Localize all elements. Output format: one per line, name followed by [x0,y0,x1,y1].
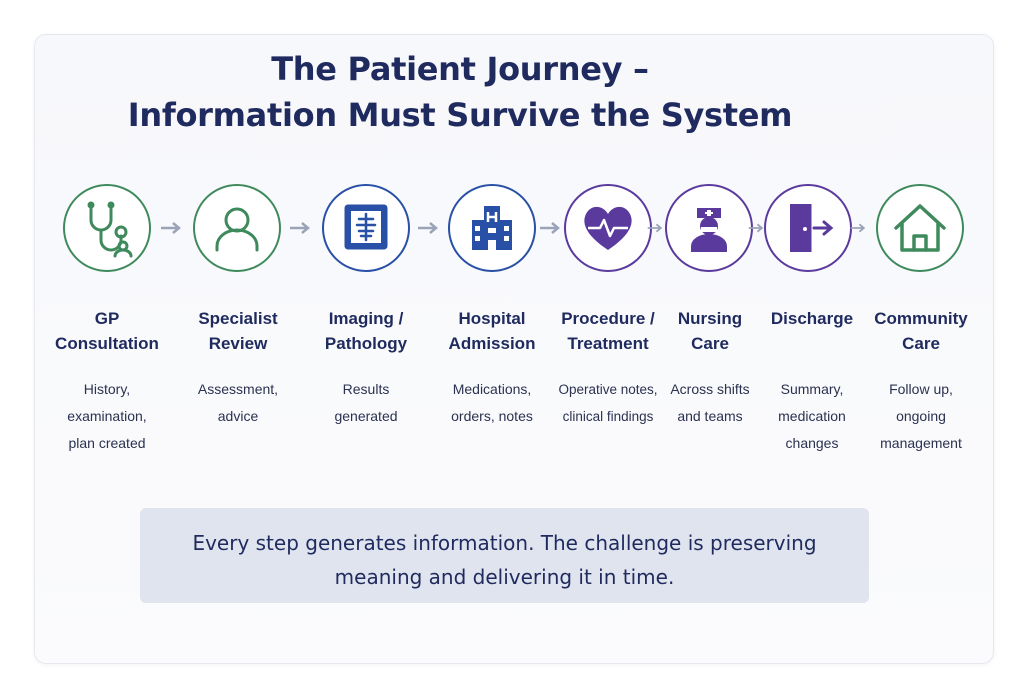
page-title: The Patient Journey – Information Must S… [0,46,920,138]
arrow-right-icon [418,222,438,234]
step-description: Assessment,advice [197,381,279,424]
banner-line-2: meaning and delivering it in time. [334,565,675,589]
exit-door-icon [764,184,852,272]
home-icon [876,184,964,272]
hospital-icon [448,184,536,272]
arrow-right-icon [850,223,866,233]
arrow-right-icon [540,222,560,234]
step-description: History,examination,plan created [67,381,147,451]
banner-line-1: Every step generates information. The ch… [192,531,817,555]
nurse-icon [665,184,753,272]
step-description: Operative notes,clinical findings [558,382,658,424]
step-description: Medications,orders, notes [451,381,533,424]
stethoscope-icon [63,184,151,272]
step-label: Procedure /Treatment [561,309,655,353]
arrow-right-icon [161,222,181,234]
arrow-right-icon [290,222,310,234]
heart-pulse-icon [564,184,652,272]
arrow-right-icon [647,223,663,233]
summary-banner: Every step generates information. The ch… [140,508,869,603]
title-line-1: The Patient Journey – [271,50,649,88]
arrow-right-icon [748,223,764,233]
title-line-2: Information Must Survive the System [127,96,793,134]
person-icon [193,184,281,272]
xray-icon [322,184,410,272]
step-label: Imaging /Pathology [324,309,408,353]
step-label: Discharge [770,309,854,328]
